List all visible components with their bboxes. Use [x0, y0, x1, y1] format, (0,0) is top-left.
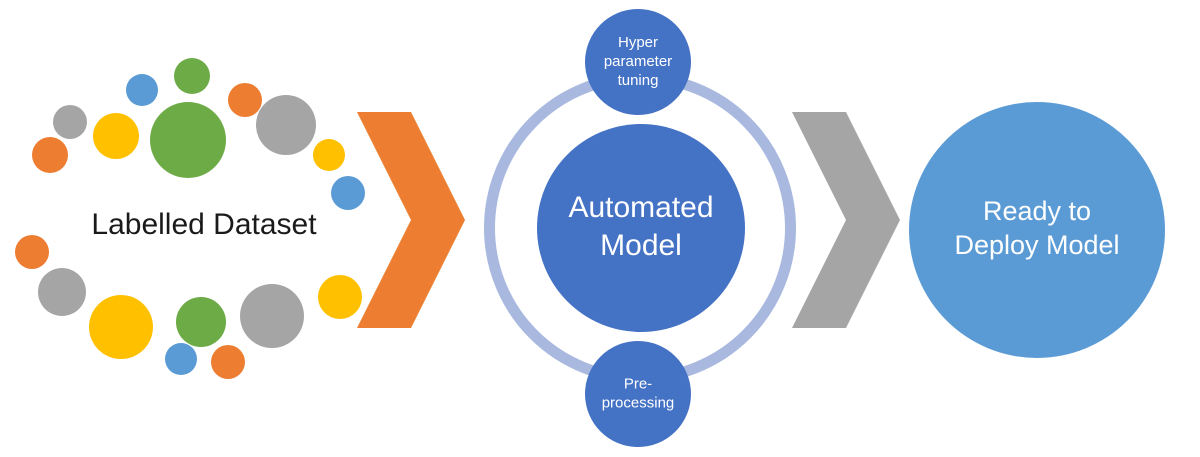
dot-grey-right-big: [256, 95, 316, 155]
grey-chevron-icon: [792, 112, 900, 328]
labelled-dataset-label: Labelled Dataset: [91, 208, 317, 241]
dot-yellow-right-sm: [313, 139, 345, 171]
dot-orange-upper-right: [228, 83, 262, 117]
dot-green-center-big: [150, 102, 226, 178]
dot-yellow-left-big: [93, 113, 139, 159]
dot-blue-upper-left: [126, 74, 158, 106]
orange-chevron-icon: [357, 112, 465, 328]
ready-to-deploy-circle: [909, 102, 1165, 358]
dot-blue-bottom: [165, 343, 197, 375]
dot-grey-bottom-big: [240, 284, 304, 348]
dot-grey-lower-left: [38, 268, 86, 316]
preprocessing-circle: [585, 341, 691, 447]
dot-green-top: [174, 58, 210, 94]
preprocessing-label: Pre-processing: [602, 375, 675, 411]
dot-orange-bottom: [211, 345, 245, 379]
dot-yellow-bottom-right: [318, 275, 362, 319]
labelled-dataset-dot-cloud: [15, 58, 365, 379]
hyperparameter-tuning-circle: [585, 9, 691, 115]
dot-orange-lower-left: [15, 235, 49, 269]
automated-model-circle: [537, 124, 745, 332]
dot-grey-upper-left: [53, 105, 87, 139]
dot-orange-far-left: [32, 137, 68, 173]
dot-blue-right: [331, 176, 365, 210]
dot-green-bottom: [176, 297, 226, 347]
dot-yellow-bottom-big: [89, 295, 153, 359]
